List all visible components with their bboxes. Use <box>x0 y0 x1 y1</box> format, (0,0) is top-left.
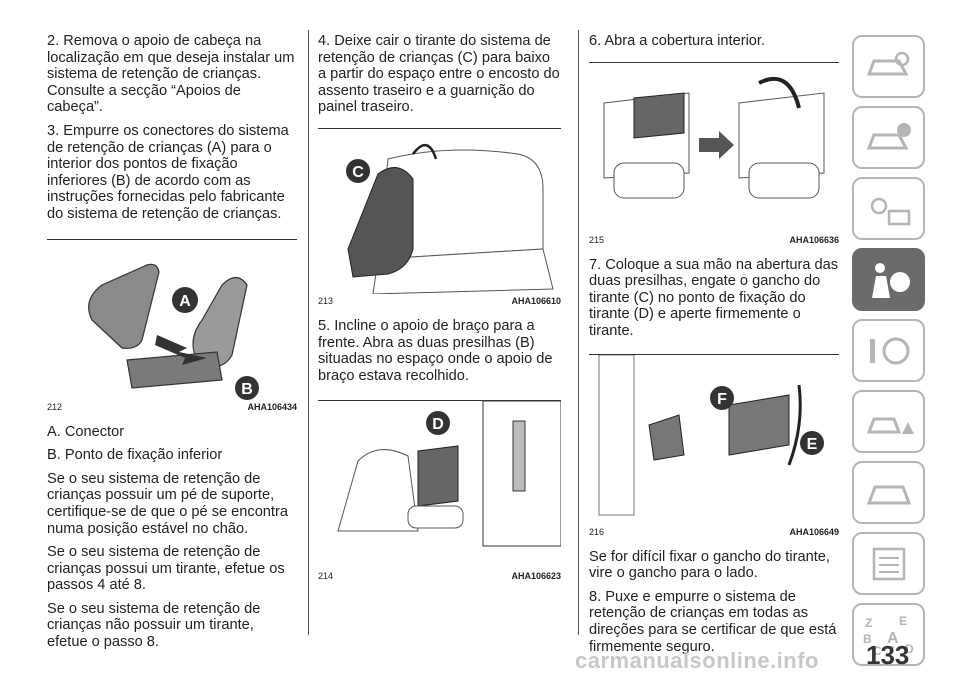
figure-212: A B 212 AHA106434 <box>47 238 297 412</box>
figure-caption: 213 AHA106610 <box>318 296 561 306</box>
tab-specs[interactable] <box>852 532 925 595</box>
figure-number: 215 <box>589 234 605 245</box>
svg-text:Z: Z <box>865 616 872 630</box>
column-3: 6. Abra a cobertura interior. 215 AHA106… <box>589 33 839 662</box>
rear-seat-tether-illustration: C <box>346 143 554 294</box>
figure-caption: 214 AHA106623 <box>318 571 561 581</box>
support-leg-text: Se o seu sistema de retenção de crianças… <box>47 470 288 537</box>
car-service-icon <box>866 485 911 504</box>
car-info-icon <box>866 122 911 149</box>
column-2: 4. Deixe cair o tirante do sistema de re… <box>318 33 561 593</box>
svg-text:A: A <box>887 630 899 647</box>
tab-car-service[interactable] <box>852 461 925 524</box>
tether-text: Se o seu sistema de retenção de crianças… <box>47 544 285 594</box>
figure-213: C 213 AHA106610 <box>318 127 561 306</box>
legend-a: A. Conector <box>47 423 125 440</box>
alphabet-index-icon: Z E B A C T D <box>863 614 914 657</box>
figure-code: AHA106623 <box>511 571 561 582</box>
tab-safety[interactable] <box>852 248 925 311</box>
step-8-text: 8. Puxe e empurre o sistema de retenção … <box>589 588 837 655</box>
svg-text:B: B <box>863 632 872 646</box>
specs-list-icon <box>872 547 905 580</box>
tab-car-search[interactable] <box>852 35 925 98</box>
figure-number: 213 <box>318 295 334 306</box>
watermark: carmanualsonline.info <box>575 648 819 673</box>
car-warning-icon <box>866 417 914 434</box>
tab-warning-lights[interactable] <box>852 177 925 240</box>
key-steering-icon <box>869 337 909 364</box>
figure-215: 215 AHA106636 <box>589 61 839 245</box>
figure-caption: 212 AHA106434 <box>47 402 297 412</box>
figure-number: 212 <box>47 401 63 412</box>
inner-cover-illustration <box>603 76 825 199</box>
svg-text:E: E <box>899 614 907 628</box>
warning-lights-icon <box>870 197 910 225</box>
tab-index[interactable]: Z E B A C T D <box>852 603 925 666</box>
figure-code: AHA106649 <box>789 526 839 537</box>
column-divider-1 <box>308 30 309 635</box>
tab-key-steering[interactable] <box>852 319 925 382</box>
figure-caption: 215 AHA106636 <box>589 235 839 245</box>
legend-b: B. Ponto de fixação inferior <box>47 447 223 464</box>
svg-text:D: D <box>905 642 914 656</box>
figure-code: AHA106610 <box>511 295 561 306</box>
svg-text:C: C <box>873 644 882 657</box>
column-divider-2 <box>578 30 579 635</box>
figure-number: 216 <box>589 526 605 537</box>
step-5-text: 5. Incline o apoio de braço para a frent… <box>318 317 553 384</box>
tab-car-info[interactable] <box>852 106 925 169</box>
seatbelt-airbag-icon <box>871 262 910 298</box>
label-b: B <box>241 381 253 398</box>
tab-car-warning[interactable] <box>852 390 925 453</box>
figure-code: AHA106636 <box>789 234 839 245</box>
figure-number: 214 <box>318 571 334 582</box>
step-4-text: 4. Deixe cair o tirante do sistema de re… <box>318 33 560 116</box>
column-1: 2. Remova o apoio de cabeça na localizaç… <box>47 33 297 658</box>
page-number: 133 <box>866 640 910 670</box>
hook-tip-text: Se for difícil fixar o gancho do tirante… <box>589 548 830 582</box>
step-3-text: 3. Empurre os conectores do sistema de r… <box>47 122 289 222</box>
chapter-tabs: Z E B A C T D <box>852 35 925 674</box>
step-2-text: 2. Remova o apoio de cabeça na localizaç… <box>47 33 295 116</box>
armrest-illustration: D <box>337 401 561 547</box>
tether-hook-illustration: F E <box>598 354 824 516</box>
no-tether-text: Se o seu sistema de retenção de crianças… <box>47 600 261 651</box>
label-f: F <box>717 391 727 408</box>
label-a: A <box>179 293 191 310</box>
figure-214: D 214 AHA106623 <box>318 400 561 581</box>
step-6-text: 6. Abra a cobertura interior. <box>589 33 766 49</box>
figure-216: F E 216 AHA106649 <box>589 353 839 537</box>
figure-code: AHA106434 <box>247 401 297 412</box>
car-search-icon <box>866 51 909 75</box>
step-7-text: 7. Coloque a sua mão na abertura das dua… <box>589 256 839 339</box>
figure-caption: 216 AHA106649 <box>589 527 839 537</box>
label-e: E <box>807 436 818 453</box>
label-d: D <box>432 416 444 433</box>
label-c: C <box>352 164 364 181</box>
svg-text:T: T <box>887 644 895 657</box>
seat-connector-illustration: A B <box>88 263 259 400</box>
